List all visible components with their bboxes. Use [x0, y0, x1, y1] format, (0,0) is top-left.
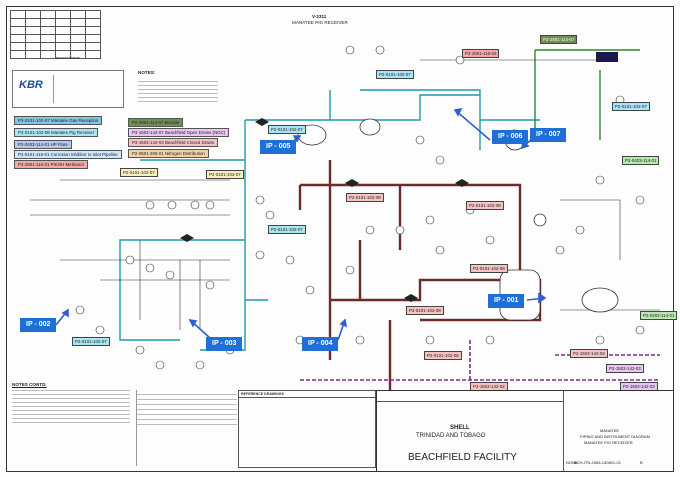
line-tag: P2-0101-102-08	[406, 306, 444, 315]
drawing-title-2: PIPING AND INSTRUMENT DIAGRAM	[580, 434, 650, 439]
ip-001-label[interactable]: IP - 001	[488, 294, 525, 308]
mid-legend-row-4: P2-0501-206-01 Nitrogen Distribution	[128, 149, 209, 158]
notes-contd-heading: NOTES CONTD.	[12, 382, 47, 387]
drawing-border	[6, 6, 674, 472]
line-tag: P2-0101-102-08	[470, 264, 508, 273]
line-tag: P2-2901-114-07	[540, 35, 578, 44]
line-tag: P2-0101-102-08	[424, 351, 462, 360]
legend-row-5: P2-2901-116-01 PIKOH Methanol	[14, 160, 88, 169]
mid-legend-row-1: P2-2901-114-07 Biocide	[128, 118, 184, 127]
line-tag: P2-0101-102-07	[376, 70, 414, 79]
notes-contd-block: NOTES CONTD.	[12, 382, 130, 468]
equipment-tag: V-2311	[312, 14, 327, 19]
legend-row-3: P2-0403-114-01 HP Flare	[14, 140, 72, 149]
line-tag: P2-0101-102-07	[206, 170, 244, 179]
equipment-name: MANATEE PIG RECEIVER	[292, 20, 348, 25]
facility-name: BEACHFIELD FACILITY	[408, 452, 517, 463]
logo-box: KBR	[12, 70, 124, 108]
line-tag: P2-0101-102-07	[120, 168, 158, 177]
design-status-heading: DESIGN STATUS	[56, 56, 80, 60]
notes-column-2	[136, 390, 237, 466]
equipment-block	[596, 52, 618, 62]
line-tag: P2-1503-142-03	[570, 349, 608, 358]
country-name: TRINIDAD AND TOBAGO	[416, 433, 486, 439]
drawing-number: BCH-ITN-2065-150801-01	[574, 460, 621, 465]
ip-002-label[interactable]: IP - 002	[20, 318, 57, 332]
title-block	[376, 390, 674, 472]
legend-row-2: P2-0101-102-08 Manatee Pig Receiver	[14, 128, 99, 137]
drawing-rev: B	[640, 460, 643, 465]
ip-006-label[interactable]: IP - 006	[492, 130, 529, 144]
line-tag: P2-0101-102-08	[346, 193, 384, 202]
mid-legend-row-2: P3-1503-142-07 Beachfield Open Drains (N…	[128, 128, 230, 137]
kbr-logo: KBR	[19, 79, 43, 91]
drawing-title-1: MANATEE	[600, 428, 620, 433]
line-tag: P2-0403-114-01	[622, 156, 660, 165]
line-tag: P2-0101-102-07	[268, 125, 306, 134]
notes-title: NOTES:	[138, 70, 156, 75]
company-name: SHELL	[450, 425, 470, 431]
mid-legend-row-3: P3-1503-142-03 Beachfield Closed Drains	[128, 138, 219, 147]
line-tag: P2-1503-142-03	[606, 364, 644, 373]
line-tag: P2-0101-102-07	[268, 225, 306, 234]
legend-row-4: P2-0101-116-01 Corrosion Inhibitor to In…	[14, 150, 122, 159]
drawing-title-3: MANATEE PIG RECEIVER	[584, 440, 633, 445]
notes-lines	[138, 78, 218, 112]
line-tag: P2-0101-102-08	[466, 201, 504, 210]
line-tag: P2-0403-114-01	[640, 311, 678, 320]
ip-005-label[interactable]: IP - 005	[260, 140, 297, 154]
line-tag: P2-2901-116-02	[462, 49, 500, 58]
ip-004-label[interactable]: IP - 004	[302, 337, 339, 351]
line-tag: P2-0101-102-07	[72, 337, 110, 346]
design-status-note: DESIGN STATUS	[14, 56, 122, 60]
ip-007-label[interactable]: IP - 007	[530, 128, 567, 142]
reference-drawings-heading: REFERENCE DRAWINGS	[239, 391, 375, 399]
line-tag: P2-0101-102-07	[612, 102, 650, 111]
ip-003-label[interactable]: IP - 003	[206, 337, 243, 351]
legend-row-1: P3-0101-102-07 Manatee Gas Reception	[14, 116, 103, 125]
drawing-scale: NONE	[566, 460, 578, 465]
revision-grid	[10, 10, 101, 59]
reference-drawings-block: REFERENCE DRAWINGS	[238, 390, 376, 468]
